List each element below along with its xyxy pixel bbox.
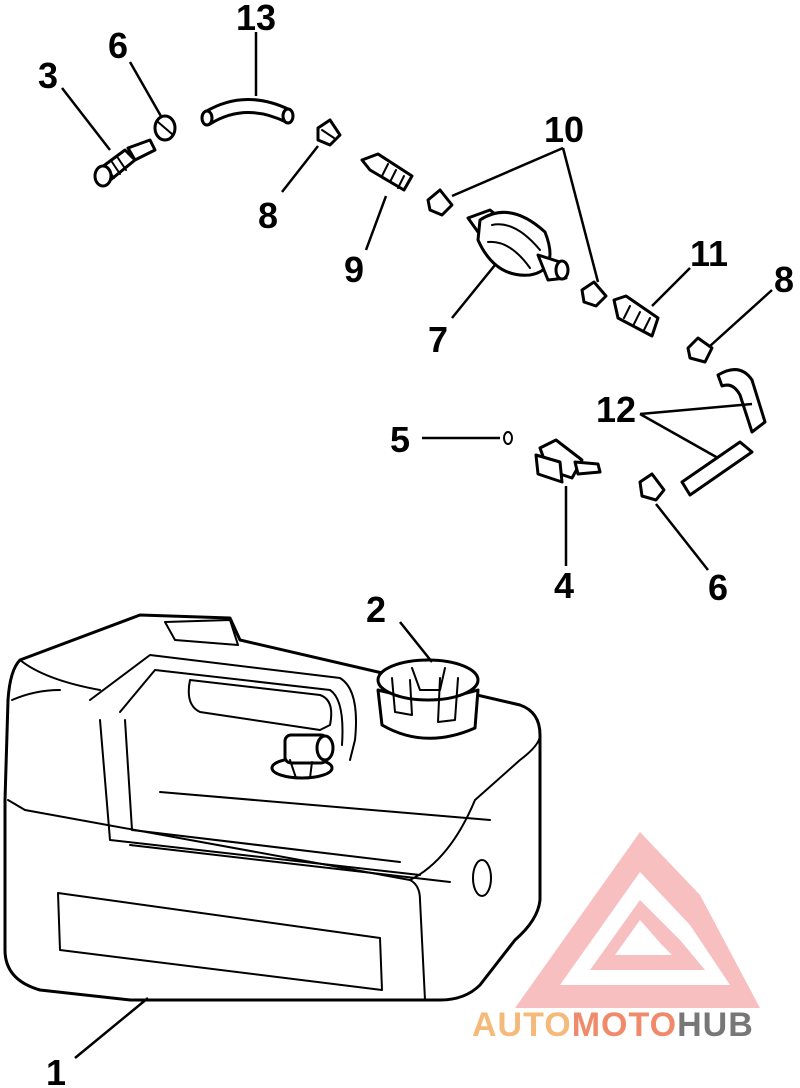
callout-1: 1 (46, 1052, 66, 1088)
part-3-fitting (93, 138, 157, 188)
watermark-part-hub: HUB (677, 1006, 754, 1044)
callout-3: 3 (38, 55, 58, 96)
callout-11: 11 (690, 233, 728, 274)
part-10-clamp-left (426, 188, 454, 217)
part-5-o-ring (503, 431, 513, 445)
callout-8-right: 8 (774, 259, 794, 300)
callout-4: 4 (554, 565, 574, 606)
part-9-fitting (360, 152, 414, 192)
part-13-hose (200, 98, 295, 127)
callout-12: 12 (596, 389, 636, 430)
watermark-part-auto: AUTO (472, 1006, 572, 1044)
part-12-hose (680, 368, 767, 497)
watermark-text: AUTOMOTOHUB (472, 1006, 754, 1044)
callout-9: 9 (344, 249, 364, 290)
part-11-fitting (612, 294, 660, 338)
part-8-clamp-right (686, 336, 714, 364)
watermark-part-moto: MOTO (572, 1006, 677, 1044)
callout-10: 10 (544, 109, 584, 150)
part-4-connector (534, 438, 602, 484)
callout-6-top: 6 (108, 25, 128, 66)
callout-6-bottom: 6 (708, 567, 728, 608)
part-8-clamp-top (316, 118, 342, 147)
part-6-clamp-top (153, 114, 177, 142)
fuel-cap (376, 658, 480, 740)
fuel-tank (3, 613, 542, 1002)
callout-labels: 13 6 3 8 9 10 7 11 8 12 5 4 6 2 1 (38, 0, 794, 1088)
part-7-primer-bulb (466, 208, 570, 282)
callout-8-top: 8 (258, 195, 278, 236)
part-6-clamp-bottom (638, 472, 666, 502)
callout-7: 7 (428, 319, 448, 360)
callout-5: 5 (390, 419, 410, 460)
part-10-clamp-right (580, 280, 608, 308)
callout-2: 2 (366, 589, 386, 630)
watermark-logo (515, 832, 760, 1008)
leader-lines (61, 32, 773, 1059)
tank-fuel-connector (270, 733, 335, 780)
callout-13: 13 (236, 0, 276, 38)
